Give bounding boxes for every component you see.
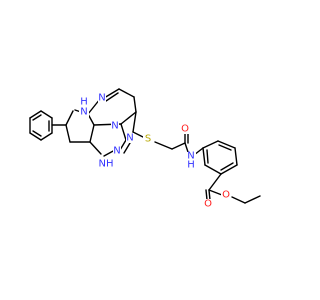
pyrazine-n-label: N: [98, 93, 105, 104]
thioether-linker: [132, 131, 173, 150]
ester-ether-oxygen-label: O: [222, 190, 230, 201]
ethyl-ester-group: [205, 173, 261, 204]
triazole-upper-n-label: N: [126, 133, 133, 144]
phenyl-ring: [29, 110, 53, 141]
pyrazolidine-nh-n-label: N: [80, 107, 87, 118]
atom-labels: N H N N N N NH S O N H O O: [79, 93, 231, 210]
pyrazolidine-nh-h-label: H: [80, 97, 88, 108]
molecule-structure: N H N N N N NH S O N H O O: [29, 88, 261, 210]
sulfur-label: S: [145, 134, 151, 145]
triazole-nh-label: NH: [99, 159, 114, 170]
triazole-bridge-n-label: N: [111, 121, 118, 132]
pyrazolidine-ring: [51, 109, 95, 143]
amide-oxygen-label: O: [181, 124, 189, 135]
amide-n-label: N: [187, 151, 194, 162]
ester-carbonyl-oxygen-label: O: [204, 199, 212, 210]
benzoate-ring: [202, 140, 238, 175]
triazole-lower-n-label: N: [113, 146, 120, 157]
amide-h-label: H: [187, 160, 195, 171]
